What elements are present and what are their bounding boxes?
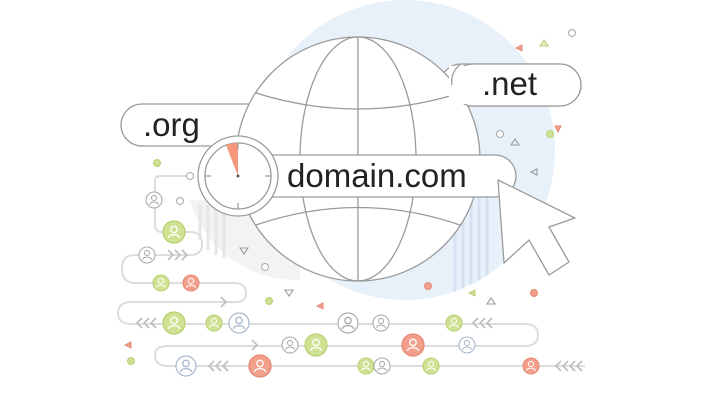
mouse-pointer-icon <box>497 179 576 276</box>
user-avatar-icon <box>373 357 391 375</box>
user-avatar-icon <box>401 333 425 357</box>
user-avatar-icon <box>281 336 299 354</box>
clock-icon <box>197 135 279 217</box>
confetti-decorations <box>123 29 576 365</box>
user-avatar-icon <box>228 312 250 334</box>
user-avatar-icon <box>372 314 390 332</box>
user-avatar-icon <box>248 354 272 378</box>
user-flow-paths <box>116 175 585 367</box>
user-avatar-icon <box>337 312 359 334</box>
domain-label: domain.com <box>287 157 467 194</box>
user-avatar-icon <box>522 357 540 375</box>
user-avatar-icon <box>162 311 186 335</box>
user-avatar-icon <box>175 355 197 377</box>
user-avatar-icon <box>445 314 463 332</box>
user-avatar-icon <box>145 191 163 209</box>
net-label: .net <box>482 65 538 102</box>
user-avatar-icon <box>152 274 170 292</box>
user-avatar-icon <box>138 246 156 264</box>
domain-search-bar <box>269 154 517 198</box>
org-label: .org <box>143 106 200 143</box>
user-avatar-icon <box>162 220 186 244</box>
user-avatar-icon <box>458 336 476 354</box>
user-avatars <box>138 191 540 378</box>
user-avatar-icon <box>422 357 440 375</box>
user-avatar-icon <box>357 357 375 375</box>
user-avatar-icon <box>182 274 200 292</box>
user-avatar-icon <box>205 314 223 332</box>
user-avatar-icon <box>304 333 328 357</box>
chevron-arrows-icon <box>135 249 583 372</box>
